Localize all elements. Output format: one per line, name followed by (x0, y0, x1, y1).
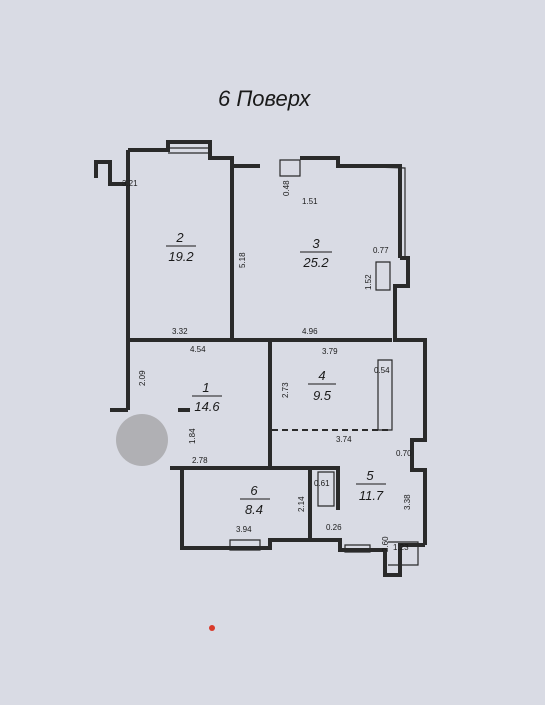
dim-label: 1.51 (302, 197, 318, 206)
room-5: 5 11.7 (356, 468, 386, 503)
floor-title: 6 Поверх (218, 86, 311, 111)
red-dot (209, 625, 215, 631)
dim-label: 3.94 (236, 525, 252, 534)
room-number: 5 (366, 468, 374, 483)
dim-label: 2.73 (281, 382, 290, 398)
outer-walls (94, 140, 427, 577)
dim-label: 4.96 (302, 327, 318, 336)
dim-label: 3.79 (322, 347, 338, 356)
dim-label: 2.14 (297, 496, 306, 512)
interior-walls (128, 159, 393, 553)
room-area: 9.5 (313, 388, 332, 403)
dim-label: 4.54 (190, 345, 206, 354)
dim-label: 3.21 (122, 179, 138, 188)
dim-label: 1.23 (393, 543, 409, 552)
dim-label: 1.84 (188, 428, 197, 444)
room-number: 6 (250, 483, 258, 498)
dimension-labels: 3.21 0.48 1.51 5.18 0.77 1.52 3.32 4.96 … (122, 179, 412, 552)
dim-label: 2.78 (192, 456, 208, 465)
gray-stamp (116, 414, 168, 466)
dim-label: 0.26 (326, 523, 342, 532)
dim-label: 3.74 (336, 435, 352, 444)
dim-label: 2.60 (381, 536, 390, 552)
room-number: 4 (318, 368, 325, 383)
room-2: 2 19.2 (166, 230, 196, 264)
room-number: 2 (175, 230, 184, 245)
room-number: 3 (312, 236, 320, 251)
dim-label: 0.70 (396, 449, 412, 458)
room-6: 6 8.4 (240, 483, 270, 517)
room-area: 14.6 (194, 399, 220, 414)
room-area: 11.7 (359, 488, 384, 503)
room-number: 1 (202, 380, 209, 395)
dim-label: 5.18 (238, 252, 247, 268)
dim-label: 0.54 (374, 366, 390, 375)
room-area: 25.2 (302, 255, 329, 270)
dim-label: 2.09 (138, 370, 147, 386)
room-4: 4 9.5 (308, 368, 336, 403)
room-area: 19.2 (168, 249, 194, 264)
dim-label: 0.77 (373, 246, 389, 255)
room-1: 1 14.6 (192, 380, 222, 414)
dim-label: 0.61 (314, 479, 330, 488)
dim-label: 3.38 (403, 494, 412, 510)
dim-label: 0.48 (282, 180, 291, 196)
dim-label: 3.32 (172, 327, 188, 336)
room-3: 3 25.2 (300, 236, 332, 270)
room-area: 8.4 (245, 502, 263, 517)
dim-label: 1.52 (364, 274, 373, 290)
